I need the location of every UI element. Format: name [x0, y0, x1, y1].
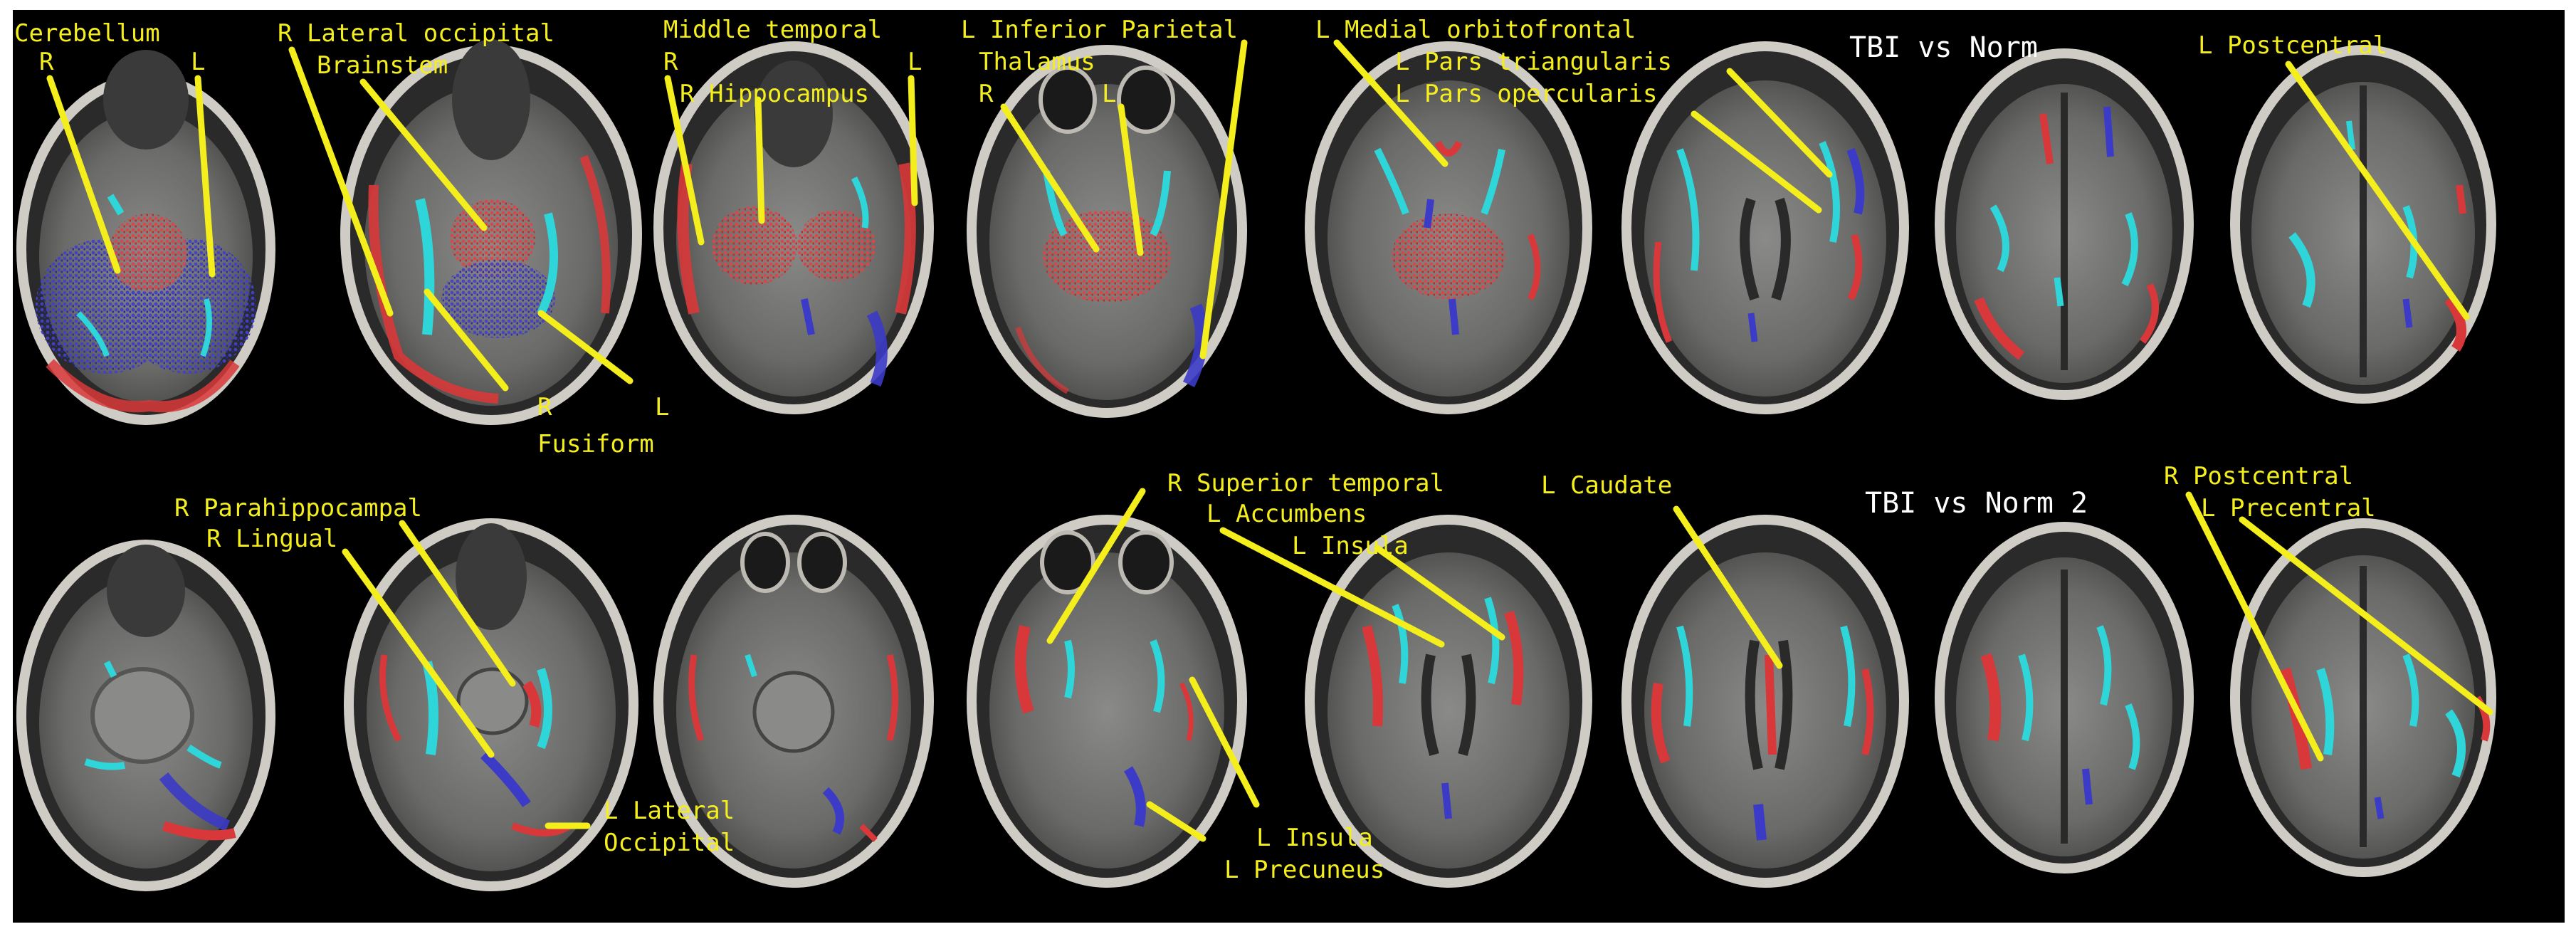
- label-thalamus-r: R: [979, 80, 994, 108]
- label-l-postcentral: L Postcentral: [2198, 31, 2387, 60]
- label-thalamus: Thalamus: [979, 48, 1095, 76]
- label-l-pars-triangularis: L Pars triangularis: [1395, 48, 1672, 76]
- label-fusiform: Fusiform: [537, 430, 654, 458]
- label-l-precuneus: L Precuneus: [1224, 856, 1384, 884]
- slice-bottom-6: [1621, 515, 1909, 888]
- label-l-caudate: L Caudate: [1541, 471, 1672, 500]
- label-l-pars-opercularis: L Pars opercularis: [1395, 80, 1657, 108]
- label-l-medial-orbitofrontal: L Medial orbitofrontal: [1315, 16, 1636, 44]
- slice-bottom-7: [1935, 522, 2194, 873]
- slice-top-8: [2230, 45, 2496, 404]
- slice-top-7: [1935, 48, 2194, 400]
- label-r-lateral-occipital: R Lateral occipital: [278, 19, 554, 48]
- title-top: TBI vs Norm: [1849, 31, 2038, 64]
- label-occipital: Occipital: [604, 829, 735, 857]
- slice-top-6: [1621, 41, 1909, 414]
- title-bottom: TBI vs Norm 2: [1865, 487, 2088, 520]
- slice-bottom-2: [344, 518, 638, 891]
- label-cerebellum-r: R: [39, 48, 54, 76]
- slice-top-3: [653, 41, 934, 414]
- label-cerebellum: Cerebellum: [14, 19, 160, 48]
- slice-top-1: [16, 50, 275, 425]
- label-l-precentral: L Precentral: [2201, 494, 2376, 523]
- label-r-superior-temporal: R Superior temporal: [1167, 469, 1444, 498]
- pointer-lines: [46, 39, 2493, 842]
- slice-bottom-8: [2230, 518, 2496, 877]
- label-middle-temporal: Middle temporal: [663, 16, 882, 44]
- label-l-accumbens: L Accumbens: [1206, 500, 1367, 528]
- label-r-lingual: R Lingual: [206, 525, 337, 553]
- label-thalamus-l: L: [1102, 80, 1116, 108]
- label-r-parahippocampal: R Parahippocampal: [174, 494, 422, 523]
- slice-bottom-1: [16, 540, 275, 891]
- label-middle-temporal-r: R: [663, 48, 678, 76]
- label-r-postcentral: R Postcentral: [2164, 462, 2353, 490]
- label-middle-temporal-l: L: [908, 48, 922, 76]
- label-l-lateral: L Lateral: [604, 797, 735, 825]
- slice-top-4: [967, 45, 1247, 418]
- region-labels: Cerebellum R L R Lateral occipital Brain…: [14, 16, 2387, 884]
- slice-top-5: [1305, 41, 1592, 414]
- label-l-insula-top: L Insula: [1292, 532, 1409, 560]
- slice-top-2: [340, 39, 642, 425]
- comparison-titles: TBI vs Norm TBI vs Norm 2: [1849, 31, 2088, 520]
- label-fusiform-r: R: [537, 393, 552, 421]
- label-fusiform-l: L: [655, 393, 669, 421]
- label-cerebellum-l: L: [191, 48, 205, 76]
- label-r-hippocampus: R Hippocampus: [680, 80, 869, 108]
- slice-bottom-3: [653, 515, 934, 888]
- label-brainstem: Brainstem: [317, 51, 448, 80]
- slice-bottom-4: [967, 515, 1247, 888]
- label-l-insula-bottom: L Insula: [1256, 824, 1373, 852]
- label-l-inferior-parietal: L Inferior Parietal: [961, 16, 1238, 44]
